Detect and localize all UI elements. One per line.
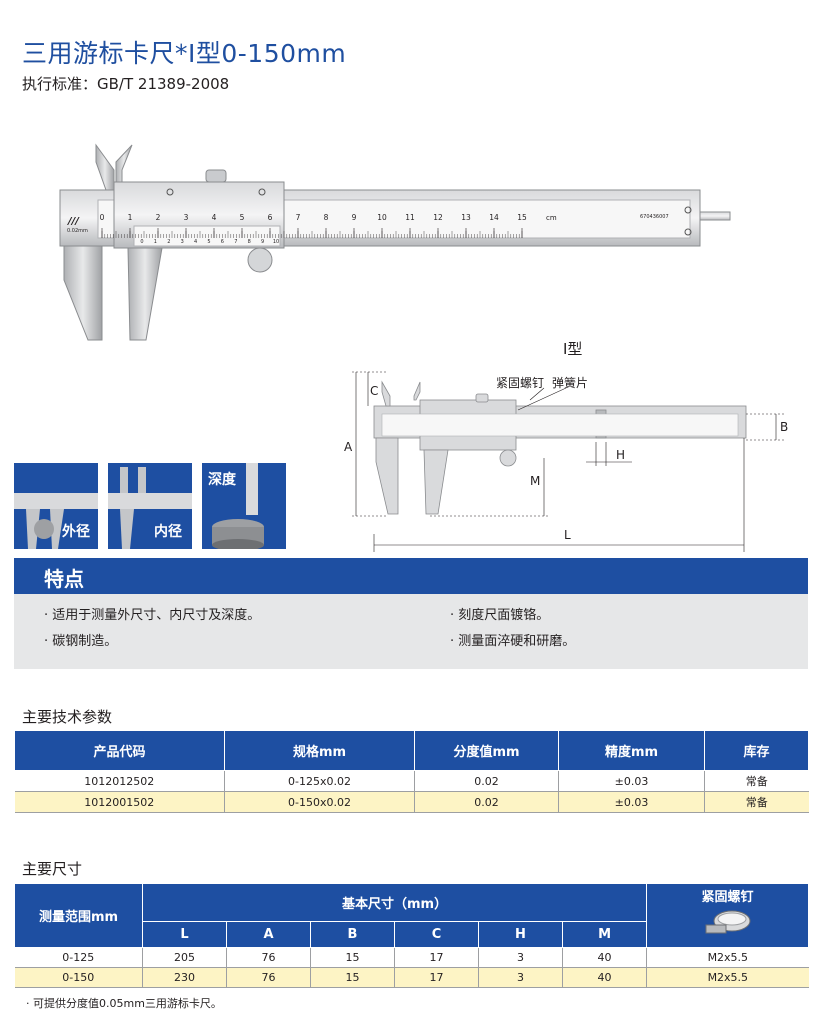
feature-item: · 测量面淬硬和研磨。 — [450, 634, 576, 649]
main-scale-number: 6 — [268, 213, 273, 222]
main-scale-number: 14 — [489, 213, 499, 222]
serial-number: 670436007 — [640, 214, 669, 220]
spec-header-resolution: 分度值mm — [414, 730, 559, 771]
vernier-number: 5 — [207, 239, 210, 245]
dims-table: 测量范围mm 基本尺寸（mm） 紧固螺钉 L A B C H M 0-125 2… — [14, 883, 810, 988]
main-scale-number: 2 — [156, 213, 161, 222]
lock-screw-label: 紧固螺钉 — [496, 376, 545, 390]
thumb-depth: 深度 — [202, 463, 286, 549]
features-title: 特点 — [44, 567, 84, 591]
vernier-number: 4 — [194, 239, 197, 245]
spec-header-stock: 库存 — [704, 730, 809, 771]
dims-header-basic: 基本尺寸（mm） — [141, 883, 648, 922]
dims-section-title: 主要尺寸 — [22, 860, 83, 878]
vernier-number: 3 — [181, 239, 184, 245]
dim-c-label: C — [370, 384, 379, 398]
dims-header-screw: 紧固螺钉 — [646, 883, 810, 948]
feature-item: · 碳钢制造。 — [44, 634, 118, 649]
main-scale-number: 8 — [324, 213, 329, 222]
vernier-number: 9 — [261, 239, 264, 245]
spec-header-accuracy: 精度mm — [558, 730, 705, 771]
spec-table: 产品代码 规格mm 分度值mm 精度mm 库存 1012012502 0-125… — [14, 730, 809, 813]
main-scale-number: 3 — [184, 213, 189, 222]
main-scale-number: 12 — [433, 213, 443, 222]
usage-thumbnails: 外径 内径 深度 — [14, 463, 286, 549]
resolution-label: 0.02mm — [67, 228, 88, 234]
main-scale-number: 0 — [100, 213, 105, 222]
dims-header-l: L — [142, 921, 227, 948]
dims-header-c: C — [394, 921, 479, 948]
inside-measure-icon — [108, 467, 192, 549]
vernier-number: 10 — [273, 239, 279, 245]
main-scale-number: 5 — [240, 213, 245, 222]
spec-header-size: 规格mm — [224, 730, 415, 771]
table-row: 0-125 205 76 15 17 3 40 M2x5.5 — [14, 947, 809, 968]
main-scale-number: 7 — [296, 213, 301, 222]
thumb-inside: 内径 — [108, 463, 192, 549]
depth-measure-icon — [212, 463, 264, 549]
scale-unit: cm — [546, 214, 557, 222]
vernier-number: 1 — [154, 239, 157, 245]
features-body: · 适用于测量外尺寸、内尺寸及深度。 · 碳钢制造。 · 刻度尺面镀铬。 · 测… — [14, 594, 808, 669]
table-row: 1012012502 0-125x0.02 0.02 ±0.03 常备 — [14, 770, 809, 792]
footnote: · 可提供分度值0.05mm三用游标卡尺。 — [26, 997, 222, 1010]
spring-label: 弹簧片 — [552, 376, 589, 390]
screw-icon — [705, 910, 751, 934]
dim-h-label: H — [616, 448, 626, 462]
dim-l-label: L — [564, 528, 571, 542]
standard-subtitle: 执行标准：GB/T 21389-2008 — [22, 75, 230, 93]
dims-header-b: B — [310, 921, 395, 948]
diagram-drawing — [352, 371, 786, 552]
dims-header-a: A — [226, 921, 311, 948]
feature-item: · 适用于测量外尺寸、内尺寸及深度。 — [44, 608, 261, 623]
brand-logo-icon: /// — [67, 216, 80, 227]
diagram-type-label: I型 — [563, 340, 583, 358]
feature-item: · 刻度尺面镀铬。 — [450, 608, 550, 623]
vernier-number: 2 — [167, 239, 170, 245]
table-row: 1012001502 0-150x0.02 0.02 ±0.03 常备 — [14, 791, 809, 813]
table-row: 0-150 230 76 15 17 3 40 M2x5.5 — [14, 967, 809, 988]
spec-section-title: 主要技术参数 — [22, 708, 113, 726]
thumb-outside: 外径 — [14, 463, 98, 549]
features-header: 特点 — [14, 558, 808, 594]
dims-header-m: M — [561, 921, 648, 948]
vernier-number: 7 — [234, 239, 237, 245]
dims-header-h: H — [478, 921, 563, 948]
main-scale-number: 1 — [128, 213, 133, 222]
vernier-number: 6 — [221, 239, 224, 245]
dim-m-label: M — [530, 474, 541, 488]
main-scale-number: 9 — [352, 213, 357, 222]
main-scale-number: 11 — [405, 213, 415, 222]
dimension-diagram: I型 紧固螺钉 弹簧片 — [330, 338, 800, 560]
outside-measure-icon — [14, 493, 98, 549]
dim-b-label: B — [780, 420, 789, 434]
main-scale-number: 15 — [517, 213, 527, 222]
dims-header-range: 测量范围mm — [14, 883, 143, 948]
main-scale-number: 4 — [212, 213, 217, 222]
page-title: 三用游标卡尺*I型0-150mm — [22, 39, 347, 68]
main-scale-number: 10 — [377, 213, 387, 222]
main-scale-number: 13 — [461, 213, 471, 222]
spec-header-code: 产品代码 — [14, 730, 225, 771]
dim-a-label: A — [344, 440, 353, 454]
vernier-number: 8 — [248, 239, 251, 245]
vernier-number: 0 — [140, 239, 143, 245]
